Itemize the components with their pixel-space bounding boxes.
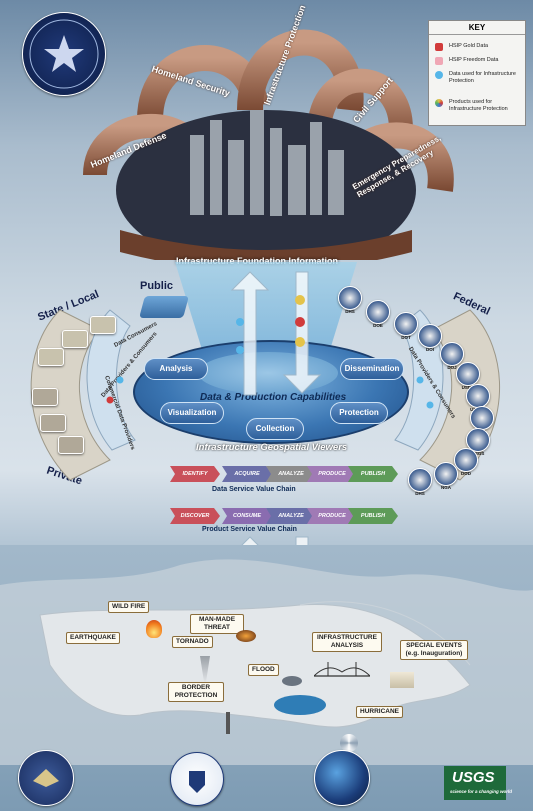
capabilities-title: Data & Production Capabilities <box>200 392 347 403</box>
product-chain-step-analyze: ANALYZE <box>266 508 316 524</box>
local-government-icon <box>62 330 88 348</box>
viewers-label: Infrastructure Geospatial Viewers <box>196 442 348 453</box>
data-chain-step-publish: PUBLISH <box>348 466 398 482</box>
product-chain-step-discover: DISCOVER <box>170 508 220 524</box>
key-title: KEY <box>429 21 525 35</box>
usgs-wordmark: USGS <box>452 769 495 786</box>
hazard-hurricane: HURRICANE <box>356 706 403 718</box>
data-chain-step-analyze: ANALYZE <box>266 466 316 482</box>
usgs-tagline: science for a changing world <box>450 789 513 794</box>
state-building-icon <box>90 316 116 334</box>
homeland-infrastructure-seal <box>22 12 106 96</box>
hazard-wildfire: WILD FIRE <box>108 601 150 613</box>
capability-visualization: Visualization <box>160 402 224 424</box>
star-icon <box>29 19 99 89</box>
down-arrow-icon <box>282 271 322 394</box>
seal-dod: DOD <box>454 448 478 476</box>
capitol-icon <box>38 348 64 366</box>
explosion-icon <box>236 630 256 642</box>
dome-base <box>120 230 412 260</box>
capability-analysis: Analysis <box>144 358 208 380</box>
hazard-infrastructure: INFRASTRUCTURE ANALYSIS <box>312 632 382 652</box>
hazard-manmade: MAN-MADE THREAT <box>190 614 244 634</box>
capability-dissemination: Dissemination <box>340 358 404 380</box>
border-tower-icon <box>226 712 230 734</box>
bridge-icon <box>314 662 370 677</box>
seal-nga: NGA <box>434 462 458 490</box>
department-of-defense-seal <box>18 750 74 806</box>
key-item-data-used: Data used for Infrastructure Protection <box>435 71 525 93</box>
hazard-flood: FLOOD <box>248 664 279 676</box>
hazard-border: BORDER PROTECTION <box>168 682 224 702</box>
product-chain-step-publish: PUBLISH <box>348 508 398 524</box>
rain-cloud-icon <box>282 676 302 686</box>
seal-dot: DOT <box>394 312 418 340</box>
flood-lake <box>274 695 326 715</box>
nga-globe-seal <box>314 750 370 806</box>
seal-dhs: DHS <box>408 468 432 496</box>
dome-label: Infrastructure Foundation Information <box>176 256 338 266</box>
left-ring-inner <box>86 309 136 451</box>
eagle-icon <box>33 769 59 787</box>
usgs-logo: USGS science for a changing world <box>444 766 512 800</box>
dhs-seal <box>170 752 224 806</box>
tornado-icon <box>200 656 210 682</box>
freedom-data-icon <box>435 57 443 65</box>
data-chain-label: Data Service Value Chain <box>212 486 296 493</box>
sector-public: Public <box>140 280 174 292</box>
energy-icon <box>58 436 84 454</box>
hazard-special-events: SPECIAL EVENTS (e.g. Inauguration) <box>400 640 468 660</box>
capability-protection: Protection <box>330 402 388 424</box>
data-chain-step-identify: IDENTIFY <box>170 466 220 482</box>
seal-doj: DOJ <box>440 342 464 370</box>
disc-inner-hole <box>198 352 338 394</box>
legend-key: KEY HSIP Gold Data HSIP Freedom Data Dat… <box>428 20 526 126</box>
seal-doi: DOI <box>418 324 442 352</box>
data-droplet-icon <box>435 71 443 79</box>
civil-support-arrow <box>308 68 413 142</box>
hurricane-icon <box>340 734 358 752</box>
key-item-products: Products used for Infrastructure Protect… <box>435 99 525 121</box>
capability-collection: Collection <box>246 418 304 440</box>
hazard-tornado: TORNADO <box>172 636 213 648</box>
product-chain-step-consume: CONSUME <box>222 508 272 524</box>
hazard-earthquake: EARTHQUAKE <box>66 632 120 644</box>
up-arrow-icon <box>230 271 270 396</box>
seal-dhs: DHS <box>338 286 362 314</box>
industry-icon <box>32 388 58 406</box>
fire-icon <box>146 620 162 638</box>
city-skyline <box>190 110 344 216</box>
product-chain-step-produce: PRODUCE <box>307 508 357 524</box>
mission-arrows <box>83 29 454 260</box>
product-ball-icon <box>435 99 443 107</box>
transportation-icon <box>40 414 66 432</box>
capitol-building-icon <box>390 672 414 688</box>
key-item-freedom: HSIP Freedom Data <box>435 57 525 67</box>
product-chain-label: Product Service Value Chain <box>202 526 297 533</box>
key-item-gold: HSIP Gold Data <box>435 43 525 53</box>
seal-doe: DOE <box>366 300 390 328</box>
eagle-shield-icon <box>189 771 205 793</box>
data-chain-step-acquire: ACQUIRE <box>222 466 272 482</box>
data-chain-step-produce: PRODUCE <box>307 466 357 482</box>
gold-data-icon <box>435 43 443 51</box>
